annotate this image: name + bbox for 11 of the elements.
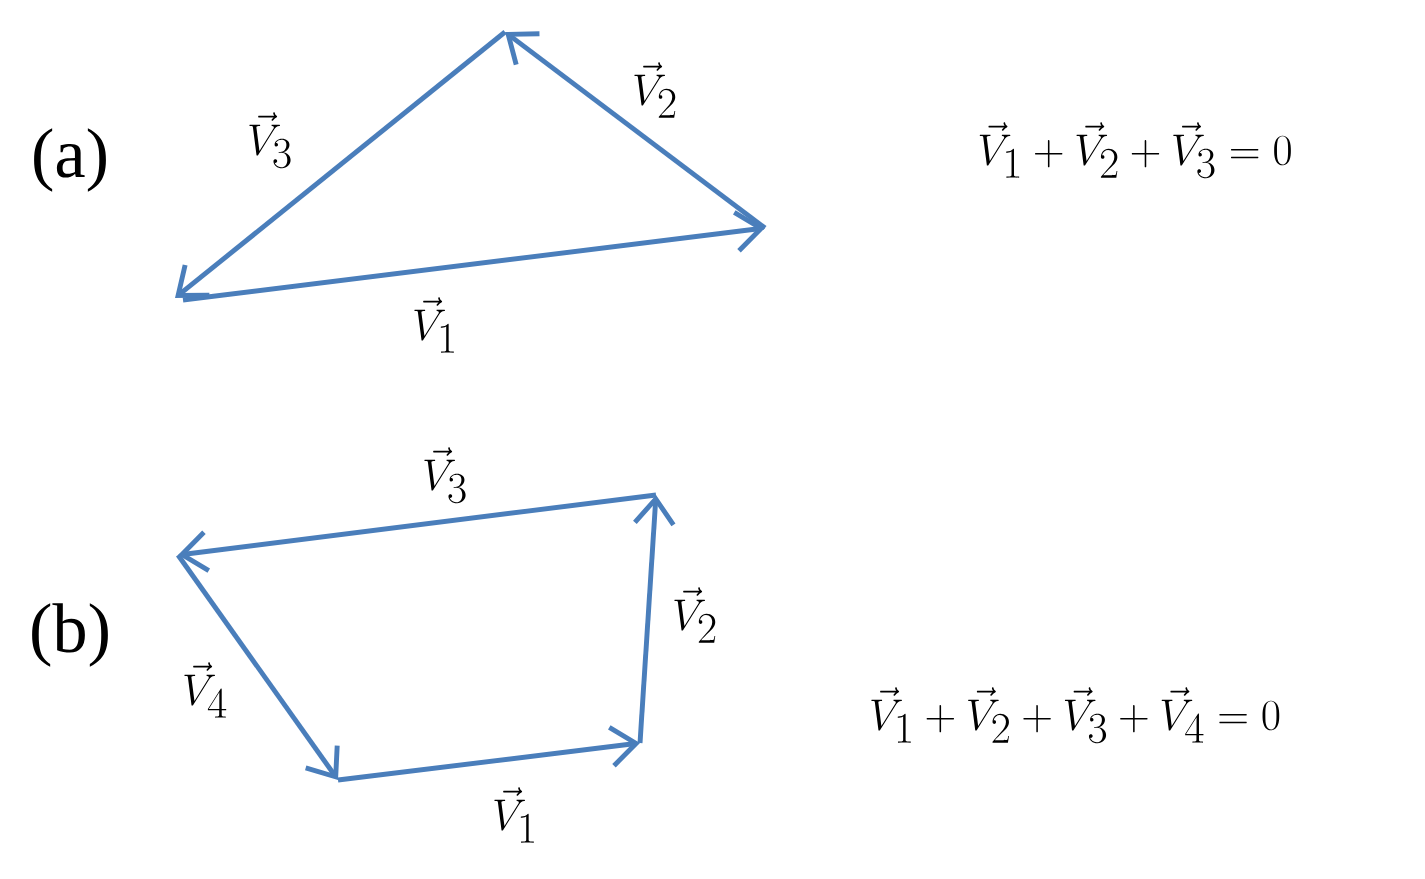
equation: $\vec{V}_1+\vec{V}_2+\vec{V}_3=0$ [979, 122, 1291, 179]
vector-label: $\vec{V}_2$ [674, 587, 716, 643]
vector-label: $\vec{V}_3$ [249, 112, 291, 169]
vector-label: $\vec{V}_4$ [184, 662, 227, 718]
panel-label: (a) [34, 128, 106, 192]
vector-label: $\vec{V}_1$ [414, 297, 454, 353]
vector-label: $\vec{V}_1$ [494, 787, 534, 843]
equation: $\vec{V}_1+\vec{V}_2+\vec{V}_3+\vec{V}_4=0$ [871, 687, 1280, 744]
vector-label: $\vec{V}_3$ [424, 447, 466, 504]
vector-label: $\vec{V}_2$ [634, 62, 676, 118]
panel-label: (b) [32, 603, 108, 667]
